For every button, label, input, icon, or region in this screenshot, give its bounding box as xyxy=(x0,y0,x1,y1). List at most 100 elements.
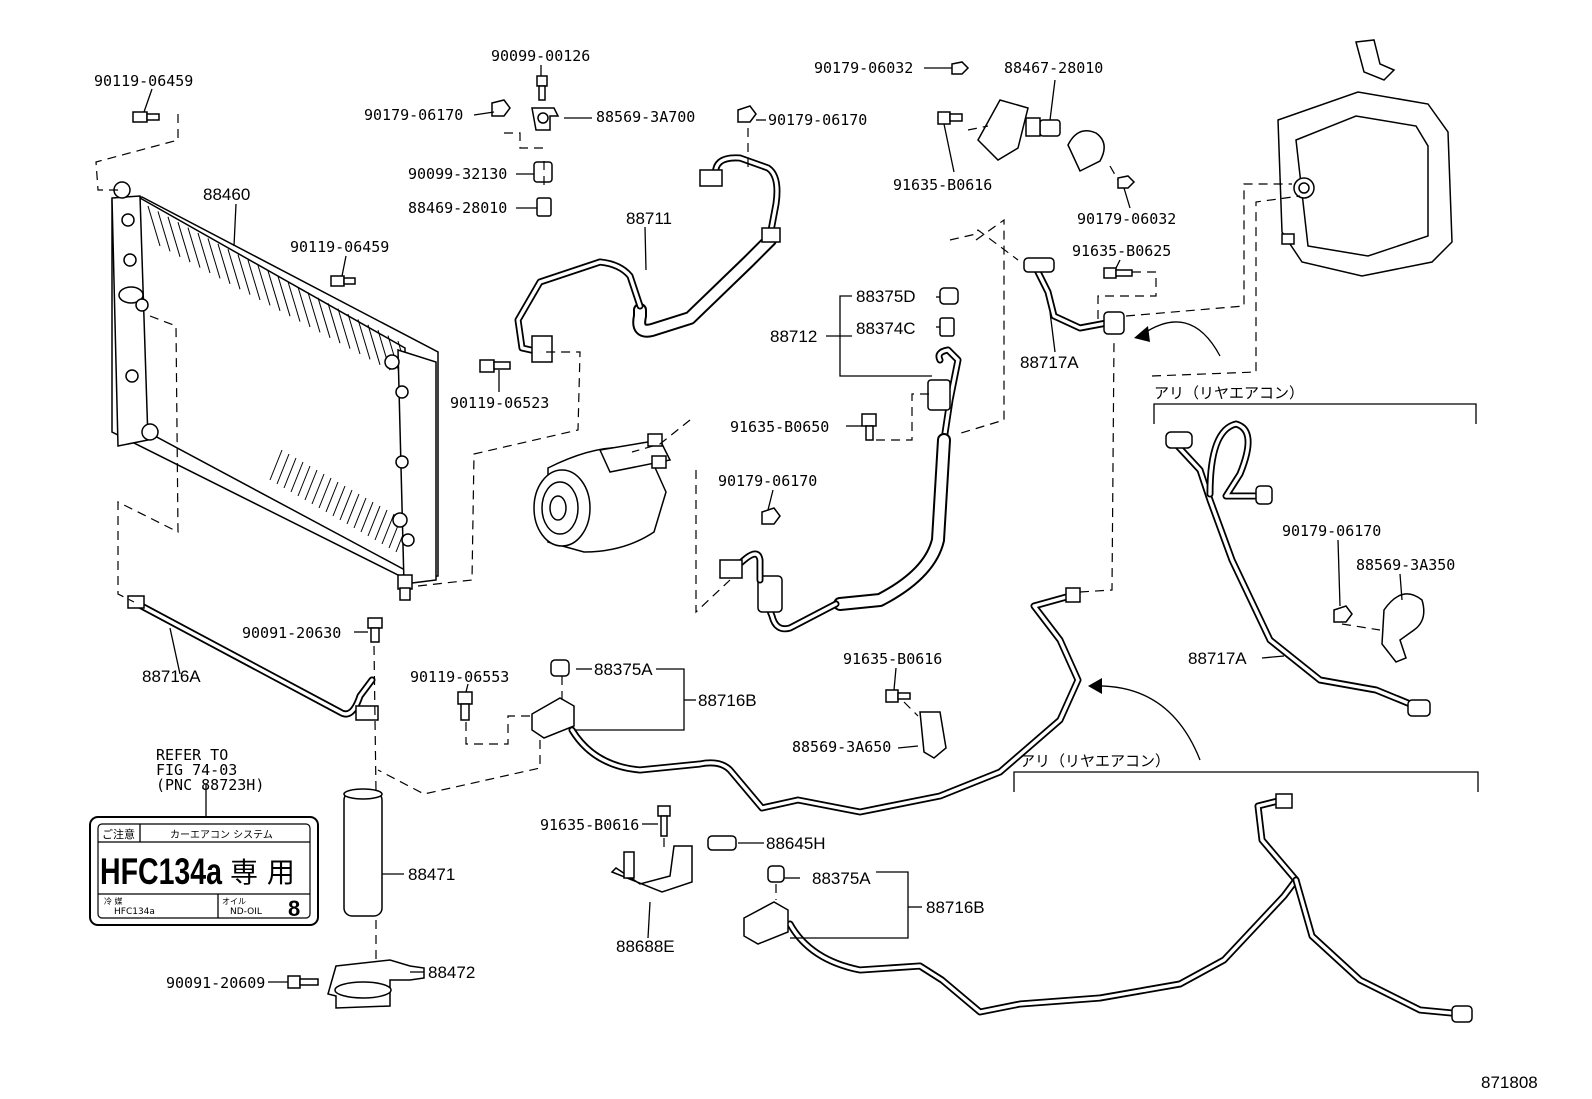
condenser-fin xyxy=(267,270,281,311)
label-88460: 88460 xyxy=(203,185,250,204)
label-88472: 88472 xyxy=(428,963,475,982)
label-90119-06459-a: 90119-06459 xyxy=(94,72,193,90)
condenser-fin xyxy=(317,297,331,338)
label-rear-aircon-b: アリ（リヤエアコン） xyxy=(1020,752,1170,770)
condenser-fin xyxy=(247,259,261,301)
refer-line-3: (PNC 88723H) xyxy=(156,776,264,794)
condenser-fin xyxy=(353,497,367,529)
condenser-fin xyxy=(346,493,360,525)
label-88375A-lower: 88375A xyxy=(812,869,871,888)
label-91635-B0616-c: 91635-B0616 xyxy=(540,816,639,834)
plate-kanji: 専 用 xyxy=(230,856,295,889)
label-88712: 88712 xyxy=(770,327,817,346)
label-88569-3A350: 88569-3A350 xyxy=(1356,556,1455,574)
label-90179-06032-a: 90179-06032 xyxy=(814,59,913,77)
label-88569-3A700: 88569-3A700 xyxy=(596,108,695,126)
condenser-fin xyxy=(381,513,395,545)
condenser-fin xyxy=(311,473,325,505)
leader-lines xyxy=(143,65,1479,983)
label-90179-06170-a: 90179-06170 xyxy=(364,106,463,124)
label-90179-06170-d: 90179-06170 xyxy=(1282,522,1381,540)
label-91635-B0616-b: 91635-B0616 xyxy=(843,650,942,668)
label-88716B-lower: 88716B xyxy=(926,898,985,917)
plate-refrigerant: HFC134a xyxy=(114,907,155,917)
label-90091-20630: 90091-20630 xyxy=(242,624,341,642)
label-88467-28010: 88467-28010 xyxy=(1004,59,1103,77)
condenser-fin xyxy=(332,485,346,517)
condenser-88460 xyxy=(111,181,439,601)
label-90099-32130: 90099-32130 xyxy=(408,165,507,183)
condenser-fin xyxy=(157,211,171,252)
condenser-fin xyxy=(327,303,341,344)
plate-oil-label: オイル xyxy=(222,897,246,906)
condenser-fin xyxy=(167,216,181,257)
condenser-fin xyxy=(325,481,339,513)
label-88569-3A650: 88569-3A650 xyxy=(792,738,891,756)
condenser-fin xyxy=(307,292,321,333)
label-88717A-upper: 88717A xyxy=(1020,353,1079,372)
condenser-fin xyxy=(357,319,371,360)
condenser-fin xyxy=(304,469,318,501)
label-rear-aircon-a: アリ（リヤエアコン） xyxy=(1154,384,1304,402)
condenser-fin xyxy=(177,222,191,263)
condenser-fin xyxy=(297,286,311,328)
condenser-fin xyxy=(287,281,301,322)
refer-note: REFER TO FIG 74-03 (PNC 88723H) xyxy=(156,746,264,794)
label-90179-06170-b: 90179-06170 xyxy=(768,111,867,129)
condenser-fin xyxy=(290,461,304,493)
label-90119-06553: 90119-06553 xyxy=(410,668,509,686)
condenser-fin xyxy=(227,249,241,290)
label-90119-06523: 90119-06523 xyxy=(450,394,549,412)
plate-main: HFC134a xyxy=(100,851,222,892)
condenser-fin xyxy=(283,457,297,489)
condenser-fin xyxy=(367,324,381,365)
condenser-fin xyxy=(337,308,351,349)
condenser-fin xyxy=(237,254,251,295)
condenser-fin xyxy=(257,265,271,306)
plate-oil-num: 8 xyxy=(288,896,300,921)
receiver-drier-88471 xyxy=(327,788,425,1009)
condenser-fin xyxy=(207,238,221,279)
rear-evaporator-unit xyxy=(1277,39,1453,277)
label-88711: 88711 xyxy=(626,209,672,228)
label-88469-28010: 88469-28010 xyxy=(408,199,507,217)
dashed-lines xyxy=(95,114,1381,960)
label-90179-06032-b: 90179-06032 xyxy=(1077,210,1176,228)
label-91635-B0616-a: 91635-B0616 xyxy=(893,176,992,194)
pipes xyxy=(127,154,1473,1023)
part-labels: 90119-06459 88460 90119-06459 90099-0012… xyxy=(94,47,1538,1092)
label-91635-B0650: 91635-B0650 xyxy=(730,418,829,436)
label-88688E: 88688E xyxy=(616,937,675,956)
condenser-fin xyxy=(269,449,283,481)
condenser-fin xyxy=(374,509,388,541)
plate-system: カーエアコン システム xyxy=(170,829,273,841)
label-90091-20609: 90091-20609 xyxy=(166,974,265,992)
refer-line-1: REFER TO xyxy=(156,746,228,764)
plate-caution: ご注意 xyxy=(102,827,135,841)
condenser-fin xyxy=(297,465,311,497)
label-90119-06459-b: 90119-06459 xyxy=(290,238,389,256)
condenser-fin xyxy=(277,276,291,317)
figure-id: 871808 xyxy=(1481,1073,1538,1092)
label-88645H: 88645H xyxy=(766,834,826,853)
refrigerant-plate: ご注意 カーエアコン システム HFC134a 専 用 冷 媒 HFC134a … xyxy=(89,816,319,926)
condenser-fin xyxy=(367,505,381,537)
plate-oil: ND-OIL xyxy=(230,907,262,917)
label-88375D: 88375D xyxy=(856,287,916,306)
label-88375A-upper: 88375A xyxy=(594,660,653,679)
condenser-fin xyxy=(318,477,332,509)
label-88471: 88471 xyxy=(408,865,455,884)
label-88716A: 88716A xyxy=(142,667,201,686)
plate-refrigerant-label: 冷 媒 xyxy=(104,896,123,906)
label-88717A-inset: 88717A xyxy=(1188,649,1247,668)
condenser-fin xyxy=(360,501,374,533)
condenser-fin xyxy=(276,453,290,485)
condenser-fin xyxy=(197,232,211,274)
condenser-fin xyxy=(347,313,361,355)
label-88716B-upper: 88716B xyxy=(698,691,757,710)
condenser-fin xyxy=(187,227,201,268)
refer-line-2: FIG 74-03 xyxy=(156,761,237,779)
label-91635-B0625: 91635-B0625 xyxy=(1072,242,1171,260)
label-90179-06170-c: 90179-06170 xyxy=(718,472,817,490)
